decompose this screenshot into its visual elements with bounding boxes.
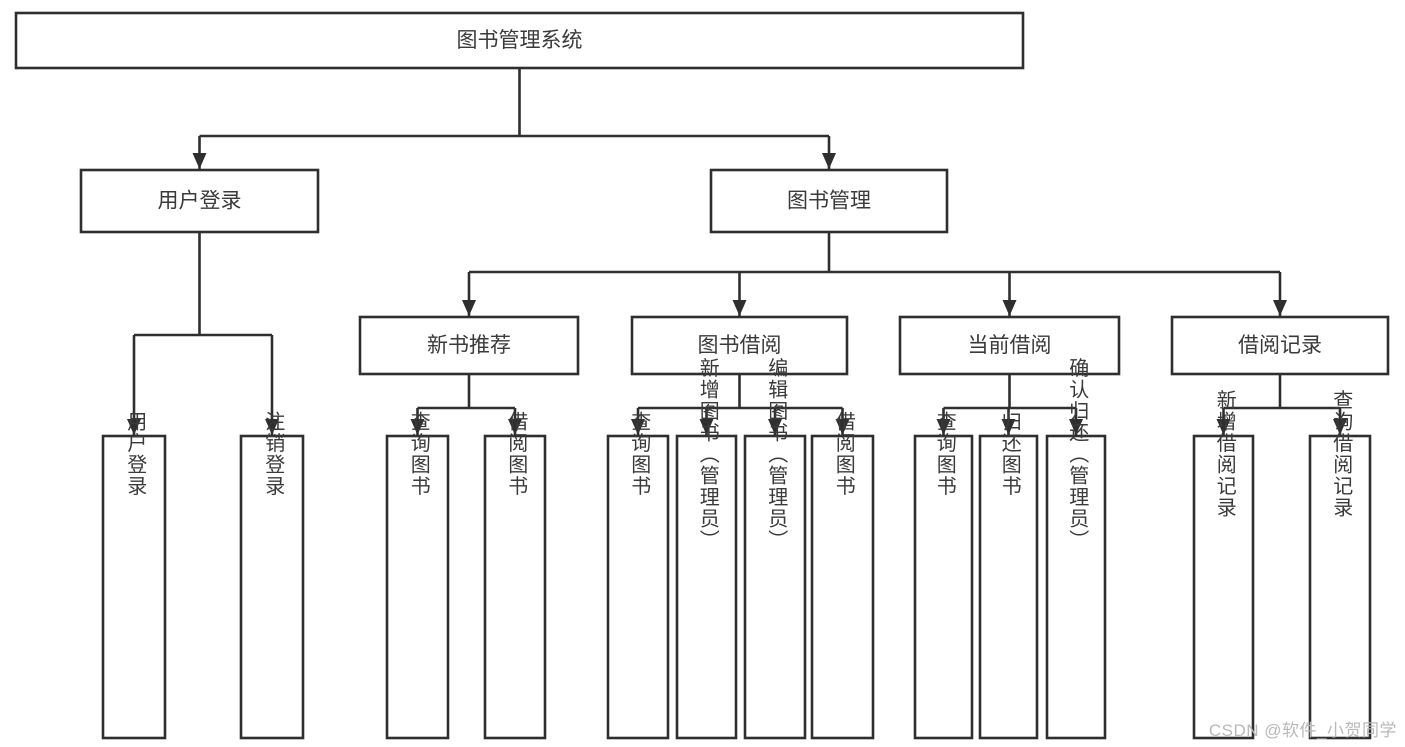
arrow-head-icon <box>462 300 476 316</box>
node-level2-1[interactable]: 图书管理 <box>709 168 949 234</box>
arrow-head-icon <box>1069 419 1083 435</box>
node-label: 当前借阅 <box>968 334 1052 357</box>
node-box <box>1170 315 1390 376</box>
arrow-head-icon <box>1216 419 1231 435</box>
node-leaf-0[interactable]: 用户登录 <box>101 411 167 740</box>
node-leaf-7[interactable]: 借阅图书 <box>810 411 875 740</box>
node-leaf-8[interactable]: 查询图书 <box>913 411 974 740</box>
node-leaf-5[interactable]: 新增图书（管理员） <box>675 357 738 740</box>
arrow-head-icon <box>768 419 782 435</box>
node-box <box>385 434 450 740</box>
arrow-head-icon <box>936 419 951 435</box>
node-level3-1[interactable]: 图书借阅 <box>630 315 849 376</box>
node-level3-3[interactable]: 借阅记录 <box>1170 315 1390 376</box>
node-box <box>101 434 167 740</box>
arrow-head-icon <box>699 419 714 435</box>
node-label: 用户登录 <box>158 190 242 213</box>
node-box <box>483 434 547 740</box>
node-leaf-1[interactable]: 注销登录 <box>239 411 305 740</box>
node-leaf-2[interactable]: 查询图书 <box>385 411 450 740</box>
arrow-head-icon <box>265 419 279 435</box>
node-leaf-6[interactable]: 编辑图书（管理员） <box>743 357 807 740</box>
node-label: 借阅图书 <box>832 411 855 497</box>
arrow-head-icon <box>1333 419 1347 435</box>
arrow-head-icon <box>410 419 425 435</box>
arrow-head-icon <box>822 153 836 169</box>
node-label: 编辑图书（管理员） <box>765 357 788 551</box>
node-label: 新增图书（管理员） <box>696 357 719 551</box>
node-box <box>709 168 949 234</box>
connector-layer <box>127 68 1347 435</box>
arrow-head-icon <box>127 419 141 435</box>
node-root-0[interactable]: 图书管理系统 <box>14 11 1025 70</box>
node-label: 查询图书 <box>407 411 430 497</box>
node-box <box>1045 434 1107 740</box>
node-leaf-3[interactable]: 借阅图书 <box>483 411 547 740</box>
node-label: 新增借阅记录 <box>1213 389 1236 518</box>
arrow-head-icon <box>1002 300 1017 316</box>
node-leaf-4[interactable]: 查询图书 <box>606 411 670 740</box>
node-leaf-12[interactable]: 查询借阅记录 <box>1308 389 1372 740</box>
node-box <box>898 315 1121 376</box>
node-box <box>606 434 670 740</box>
node-box <box>978 434 1039 740</box>
node-leaf-9[interactable]: 归还图书 <box>978 411 1039 740</box>
node-box <box>810 434 875 740</box>
arrow-head-icon <box>1273 300 1287 316</box>
node-box <box>913 434 974 740</box>
node-label: 查询图书 <box>933 411 956 497</box>
node-label: 归还图书 <box>998 411 1021 497</box>
node-label: 用户登录 <box>124 411 147 497</box>
node-box <box>675 434 738 740</box>
node-label: 借阅记录 <box>1238 334 1322 357</box>
node-label: 确认归还（管理员） <box>1066 357 1089 551</box>
node-leaf-11[interactable]: 新增借阅记录 <box>1192 389 1255 740</box>
node-leaf-10[interactable]: 确认归还（管理员） <box>1045 357 1107 740</box>
arrow-head-icon <box>192 153 207 169</box>
node-box <box>358 315 580 376</box>
node-level3-0[interactable]: 新书推荐 <box>358 315 580 376</box>
node-level2-0[interactable]: 用户登录 <box>79 168 320 234</box>
node-label: 借阅图书 <box>505 411 528 497</box>
node-box <box>239 434 305 740</box>
node-level3-2[interactable]: 当前借阅 <box>898 315 1121 376</box>
node-label: 查询借阅记录 <box>1330 389 1353 518</box>
node-box <box>1308 434 1372 740</box>
arrow-head-icon <box>835 419 850 435</box>
node-label: 图书管理系统 <box>457 29 583 52</box>
node-label: 图书借阅 <box>698 334 782 357</box>
node-label: 新书推荐 <box>427 334 511 357</box>
node-layer: 图书管理系统用户登录图书管理新书推荐图书借阅当前借阅借阅记录用户登录注销登录查询… <box>14 11 1390 740</box>
arrow-head-icon <box>631 419 645 435</box>
node-box <box>79 168 320 234</box>
node-box <box>630 315 849 376</box>
arrow-head-icon <box>1001 419 1016 435</box>
node-label: 图书管理 <box>787 190 871 213</box>
node-box <box>14 11 1025 70</box>
node-box <box>743 434 807 740</box>
node-label: 注销登录 <box>262 411 285 497</box>
node-box <box>1192 434 1255 740</box>
node-label: 查询图书 <box>628 411 651 497</box>
arrow-head-icon <box>732 300 747 316</box>
arrow-head-icon <box>508 419 522 435</box>
